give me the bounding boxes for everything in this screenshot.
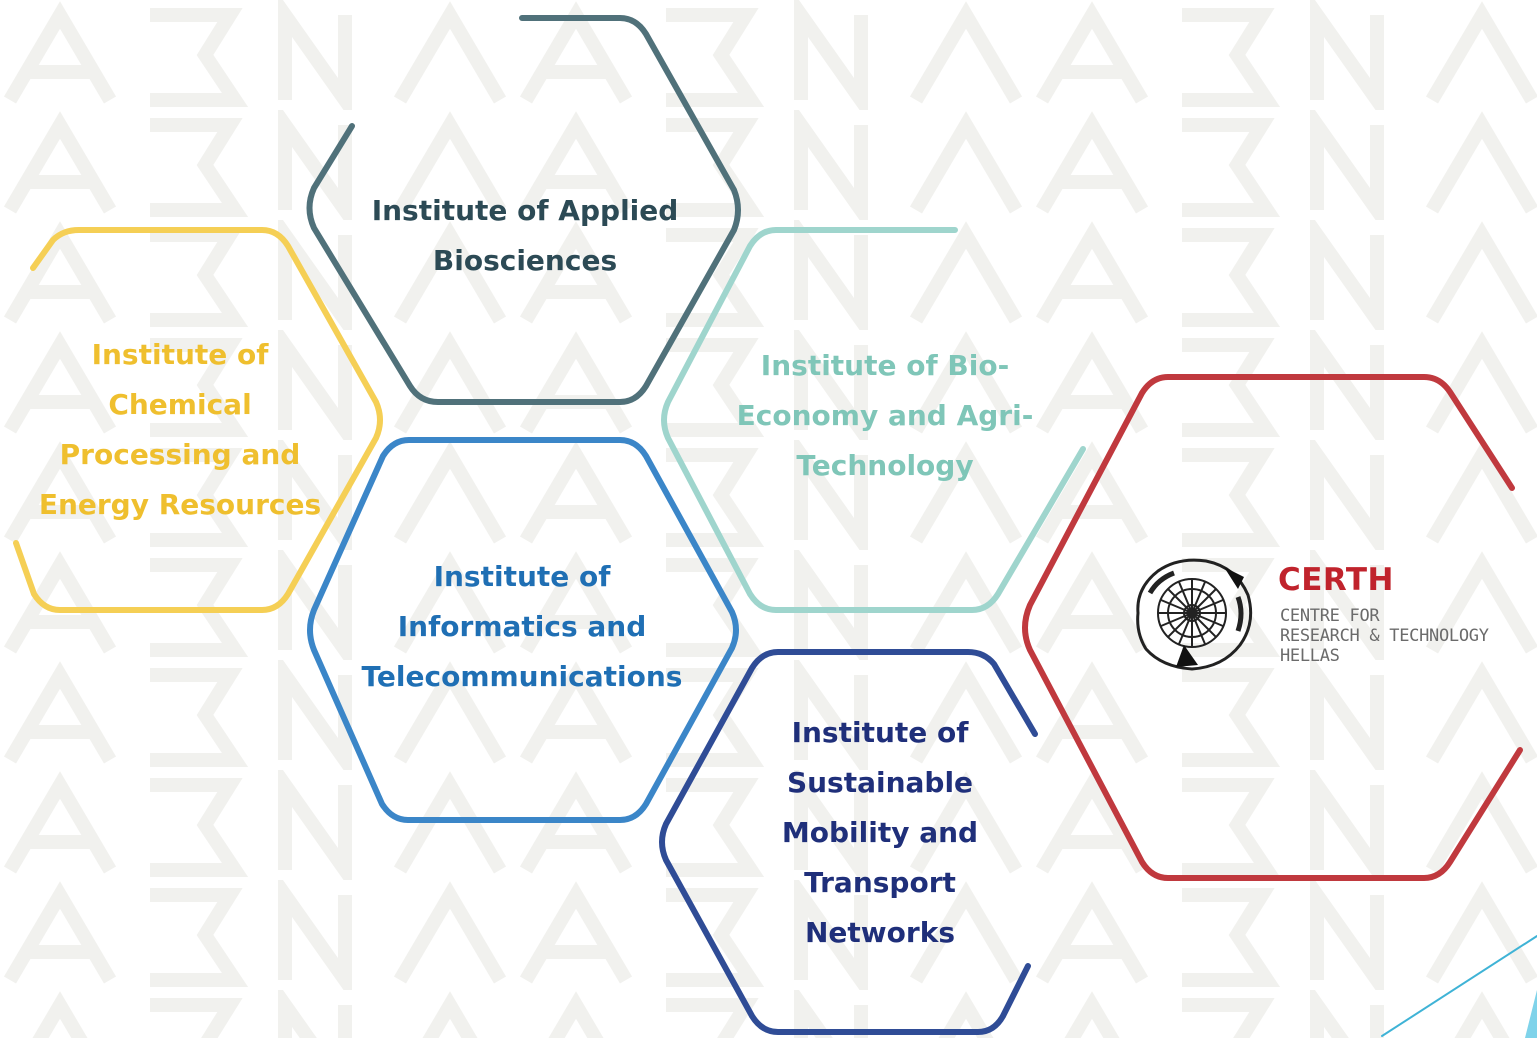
certh-name: CERTH: [1278, 562, 1394, 598]
label-informatics: Institute of Informatics and Telecommuni…: [342, 552, 702, 702]
label-mobility-line-3: Mobility and: [781, 816, 979, 849]
hexagon-informatics: [307, 437, 739, 823]
accent-line: [1381, 935, 1537, 1037]
label-mobility-line-1: Institute of: [791, 716, 969, 749]
label-informatics-line-2: Informatics and: [397, 610, 647, 643]
label-mobility-line-4: Transport: [804, 866, 956, 899]
label-bioeconomy-line-1: Institute of Bio-: [760, 349, 1010, 382]
label-bioeconomy: Institute of Bio- Economy and Agri- Tech…: [715, 341, 1055, 491]
label-mobility: Institute of Sustainable Mobility and Tr…: [730, 708, 1030, 958]
certh-emblem-icon: [1136, 558, 1253, 671]
hexagon-chemical: [13, 227, 383, 613]
label-informatics-line-3: Telecommunications: [361, 660, 683, 693]
label-mobility-line-2: Sustainable: [786, 766, 974, 799]
label-chemical: Institute of Chemical Processing and Ene…: [20, 330, 340, 530]
label-mobility-line-5: Networks: [804, 916, 955, 949]
hexagon-biosciences: [306, 15, 741, 405]
label-chemical-line-4: Energy Resources: [38, 488, 322, 521]
certh-tagline-2: RESEARCH & TECHNOLOGY: [1280, 626, 1489, 646]
label-chemical-line-3: Processing and: [59, 438, 301, 471]
hexagon-certh: [1022, 374, 1523, 881]
label-chemical-line-1: Institute of: [91, 338, 269, 371]
hexagon-mobility: [659, 649, 1038, 1035]
label-biosciences-line-1: Institute of Applied: [371, 194, 679, 227]
label-biosciences-line-2: Biosciences: [432, 244, 618, 277]
hexagon-bioeconomy: [661, 227, 1086, 613]
accent-triangle: [1525, 990, 1537, 1038]
label-bioeconomy-line-3: Technology: [796, 449, 974, 482]
label-chemical-line-2: Chemical: [108, 388, 252, 421]
label-biosciences: Institute of Applied Biosciences: [340, 186, 710, 286]
label-bioeconomy-line-2: Economy and Agri-: [736, 399, 1034, 432]
certh-tagline-1: CENTRE FOR: [1280, 606, 1380, 626]
label-informatics-line-1: Institute of: [433, 560, 611, 593]
certh-tagline-3: HELLAS: [1280, 646, 1340, 666]
